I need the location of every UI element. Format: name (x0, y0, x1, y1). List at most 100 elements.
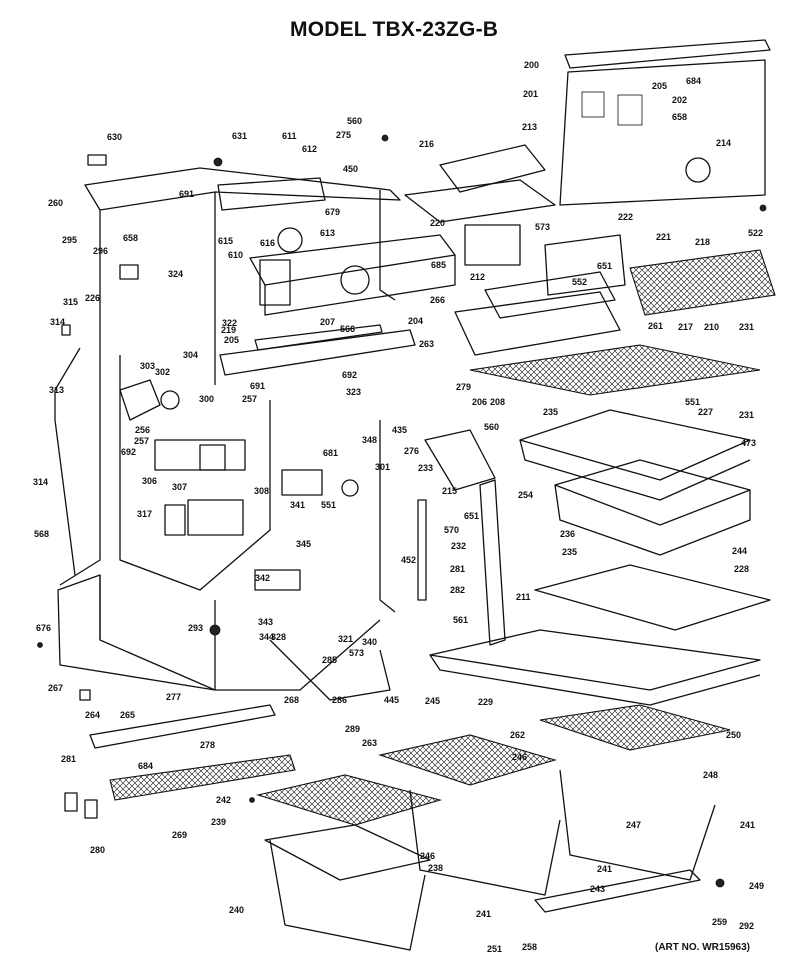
callout-631: 631 (232, 131, 247, 141)
callout-267: 267 (48, 683, 63, 693)
callout-296: 296 (93, 246, 108, 256)
callout-435: 435 (392, 425, 407, 435)
callout-249: 249 (749, 881, 764, 891)
callout-616: 616 (260, 238, 275, 248)
callout-248: 248 (703, 770, 718, 780)
callout-254: 254 (518, 490, 533, 500)
callout-615: 615 (218, 236, 233, 246)
callout-681: 681 (323, 448, 338, 458)
callout-269: 269 (172, 830, 187, 840)
callout-264: 264 (85, 710, 100, 720)
callout-281b: 281 (61, 754, 76, 764)
callout-307: 307 (172, 482, 187, 492)
callout-341: 341 (290, 500, 305, 510)
callout-246b: 246 (420, 851, 435, 861)
callout-658: 658 (672, 112, 687, 122)
callout-679: 679 (325, 207, 340, 217)
callout-651b: 651 (464, 511, 479, 521)
callout-282: 282 (450, 585, 465, 595)
callout-612: 612 (302, 144, 317, 154)
callout-692a: 692 (342, 370, 357, 380)
callout-279: 279 (456, 382, 471, 392)
callout-348: 348 (362, 435, 377, 445)
callout-266: 266 (430, 295, 445, 305)
callout-239: 239 (211, 817, 226, 827)
callout-257a: 257 (242, 394, 257, 404)
callout-573a: 573 (535, 222, 550, 232)
callout-313: 313 (49, 385, 64, 395)
callout-242: 242 (216, 795, 231, 805)
callout-306: 306 (142, 476, 157, 486)
callout-208: 208 (490, 397, 505, 407)
callout-236: 236 (560, 529, 575, 539)
callout-551b: 551 (321, 500, 336, 510)
fasteners (37, 134, 767, 888)
fresh-food-back-wall (559, 39, 771, 206)
callout-323: 323 (346, 387, 361, 397)
callout-566: 566 (340, 324, 355, 334)
callout-691a: 691 (179, 189, 194, 199)
callout-231b: 231 (739, 410, 754, 420)
callout-292: 292 (739, 921, 754, 931)
callout-303: 303 (140, 361, 155, 371)
callout-276: 276 (404, 446, 419, 456)
callout-202: 202 (672, 95, 687, 105)
callout-343: 343 (258, 617, 273, 627)
callout-295: 295 (62, 235, 77, 245)
callout-685: 685 (431, 260, 446, 270)
callout-226: 226 (85, 293, 100, 303)
callout-219: 219 (221, 325, 236, 335)
callout-256: 256 (135, 425, 150, 435)
callout-211: 211 (516, 592, 531, 602)
callout-245: 245 (425, 696, 440, 706)
callout-251: 251 (487, 944, 502, 954)
callout-207: 207 (320, 317, 335, 327)
callout-204: 204 (408, 316, 423, 326)
callout-308: 308 (254, 486, 269, 496)
callout-229: 229 (478, 697, 493, 707)
callout-233: 233 (418, 463, 433, 473)
callout-315: 315 (63, 297, 78, 307)
callout-561: 561 (453, 615, 468, 625)
callout-321: 321 (338, 634, 353, 644)
callout-692b: 692 (121, 447, 136, 457)
callout-285: 285 (322, 655, 337, 665)
callout-238: 238 (428, 863, 443, 873)
callout-213: 213 (522, 122, 537, 132)
callout-322: 322 (222, 318, 237, 328)
callout-259: 259 (712, 917, 727, 927)
callout-221: 221 (656, 232, 671, 242)
callout-301: 301 (375, 462, 390, 472)
callout-244: 244 (732, 546, 747, 556)
callout-214: 214 (716, 138, 731, 148)
callout-212: 212 (470, 272, 485, 282)
callout-241c: 241 (476, 909, 491, 919)
callout-286: 286 (332, 695, 347, 705)
bottom-bins (255, 704, 731, 951)
callout-257b: 257 (134, 436, 149, 446)
callout-610: 610 (228, 250, 243, 260)
callout-445: 445 (384, 695, 399, 705)
callout-551: 551 (685, 397, 700, 407)
callout-611: 611 (282, 131, 297, 141)
callout-235b: 235 (562, 547, 577, 557)
callout-317: 317 (137, 509, 152, 519)
callout-473: 473 (741, 438, 756, 448)
callout-552: 552 (572, 277, 587, 287)
callout-241a: 241 (740, 820, 755, 830)
callout-263a: 263 (419, 339, 434, 349)
callout-560b: 560 (484, 422, 499, 432)
callout-222: 222 (618, 212, 633, 222)
evaporator-assembly (217, 177, 456, 376)
freezer-liner (57, 167, 401, 691)
callout-241b: 241 (597, 864, 612, 874)
diagram-title: MODEL TBX-23ZG-B (290, 18, 499, 41)
callout-684b: 684 (138, 761, 153, 771)
callout-205: 205 (652, 81, 667, 91)
callout-275: 275 (336, 130, 351, 140)
callout-691b: 691 (250, 381, 265, 391)
trim-rails (64, 479, 506, 819)
callout-250: 250 (726, 730, 741, 740)
callout-265: 265 (120, 710, 135, 720)
